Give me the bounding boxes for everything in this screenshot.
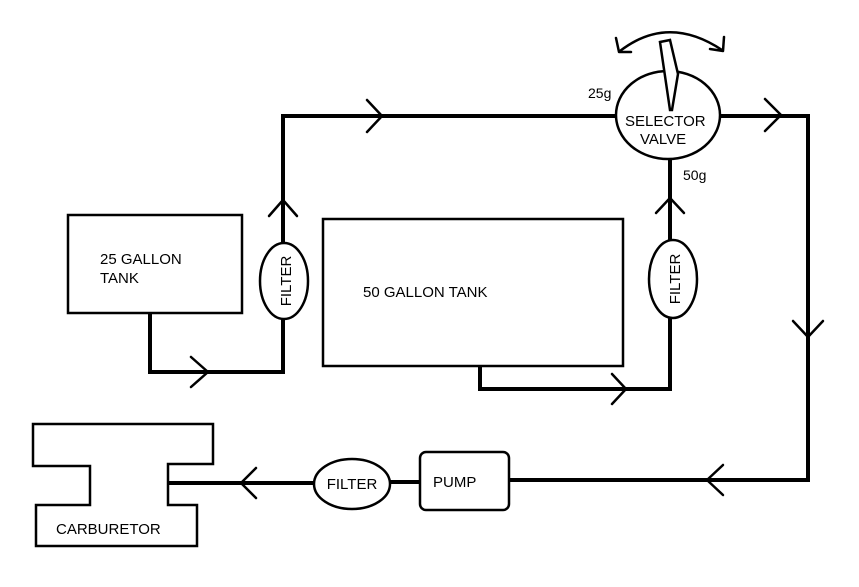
fuel-line-25-tank-outlet — [148, 310, 285, 374]
fuel-line-50-tank-outlet — [478, 316, 672, 391]
flow-arrow-right — [365, 98, 384, 134]
filter-left-label: FILTER — [278, 256, 295, 307]
flow-arrow-down — [791, 319, 825, 339]
filter-bottom: FILTER — [312, 457, 392, 511]
rotation-arrow-head-left — [614, 36, 633, 54]
pump-label: PUMP — [433, 474, 476, 491]
filter-right: FILTER — [647, 238, 699, 320]
flow-arrow-left — [705, 463, 725, 497]
pump: PUMP — [418, 450, 511, 512]
flow-arrow-left — [239, 466, 258, 500]
port-25-label: 25g — [588, 85, 611, 101]
flow-arrow-up — [654, 196, 686, 215]
tank-25-label-line2: TANK — [100, 270, 139, 287]
filter-right-label: FILTER — [667, 254, 684, 305]
flow-arrow-right — [610, 372, 628, 406]
rotation-arrow — [618, 31, 724, 53]
selector-valve: SELECTOR VALVE — [614, 31, 726, 161]
tank-25-gallon: 25 GALLON TANK — [66, 213, 244, 315]
selector-valve-handle — [658, 38, 680, 112]
flow-arrow-up — [267, 198, 299, 218]
filter-bottom-label: FILTER — [327, 476, 378, 493]
selector-valve-label-line1: SELECTOR — [625, 113, 706, 130]
tank-50-gallon: 50 GALLON TANK — [321, 217, 625, 368]
carburetor: CARBURETOR — [31, 422, 215, 548]
tank-50-label: 50 GALLON TANK — [363, 284, 488, 301]
rotation-arrow-head-right — [708, 35, 726, 53]
port-50-label: 50g — [683, 167, 706, 183]
filter-left: FILTER — [258, 241, 310, 321]
selector-valve-label-line2: VALVE — [640, 131, 686, 148]
flow-arrow-right — [763, 97, 783, 133]
carburetor-body — [31, 422, 215, 548]
tank-25-label-line1: 25 GALLON — [100, 251, 182, 268]
fuel-line-valve-outlet — [508, 114, 810, 482]
carburetor-label: CARBURETOR — [56, 521, 161, 538]
flow-arrow-right — [189, 355, 210, 389]
